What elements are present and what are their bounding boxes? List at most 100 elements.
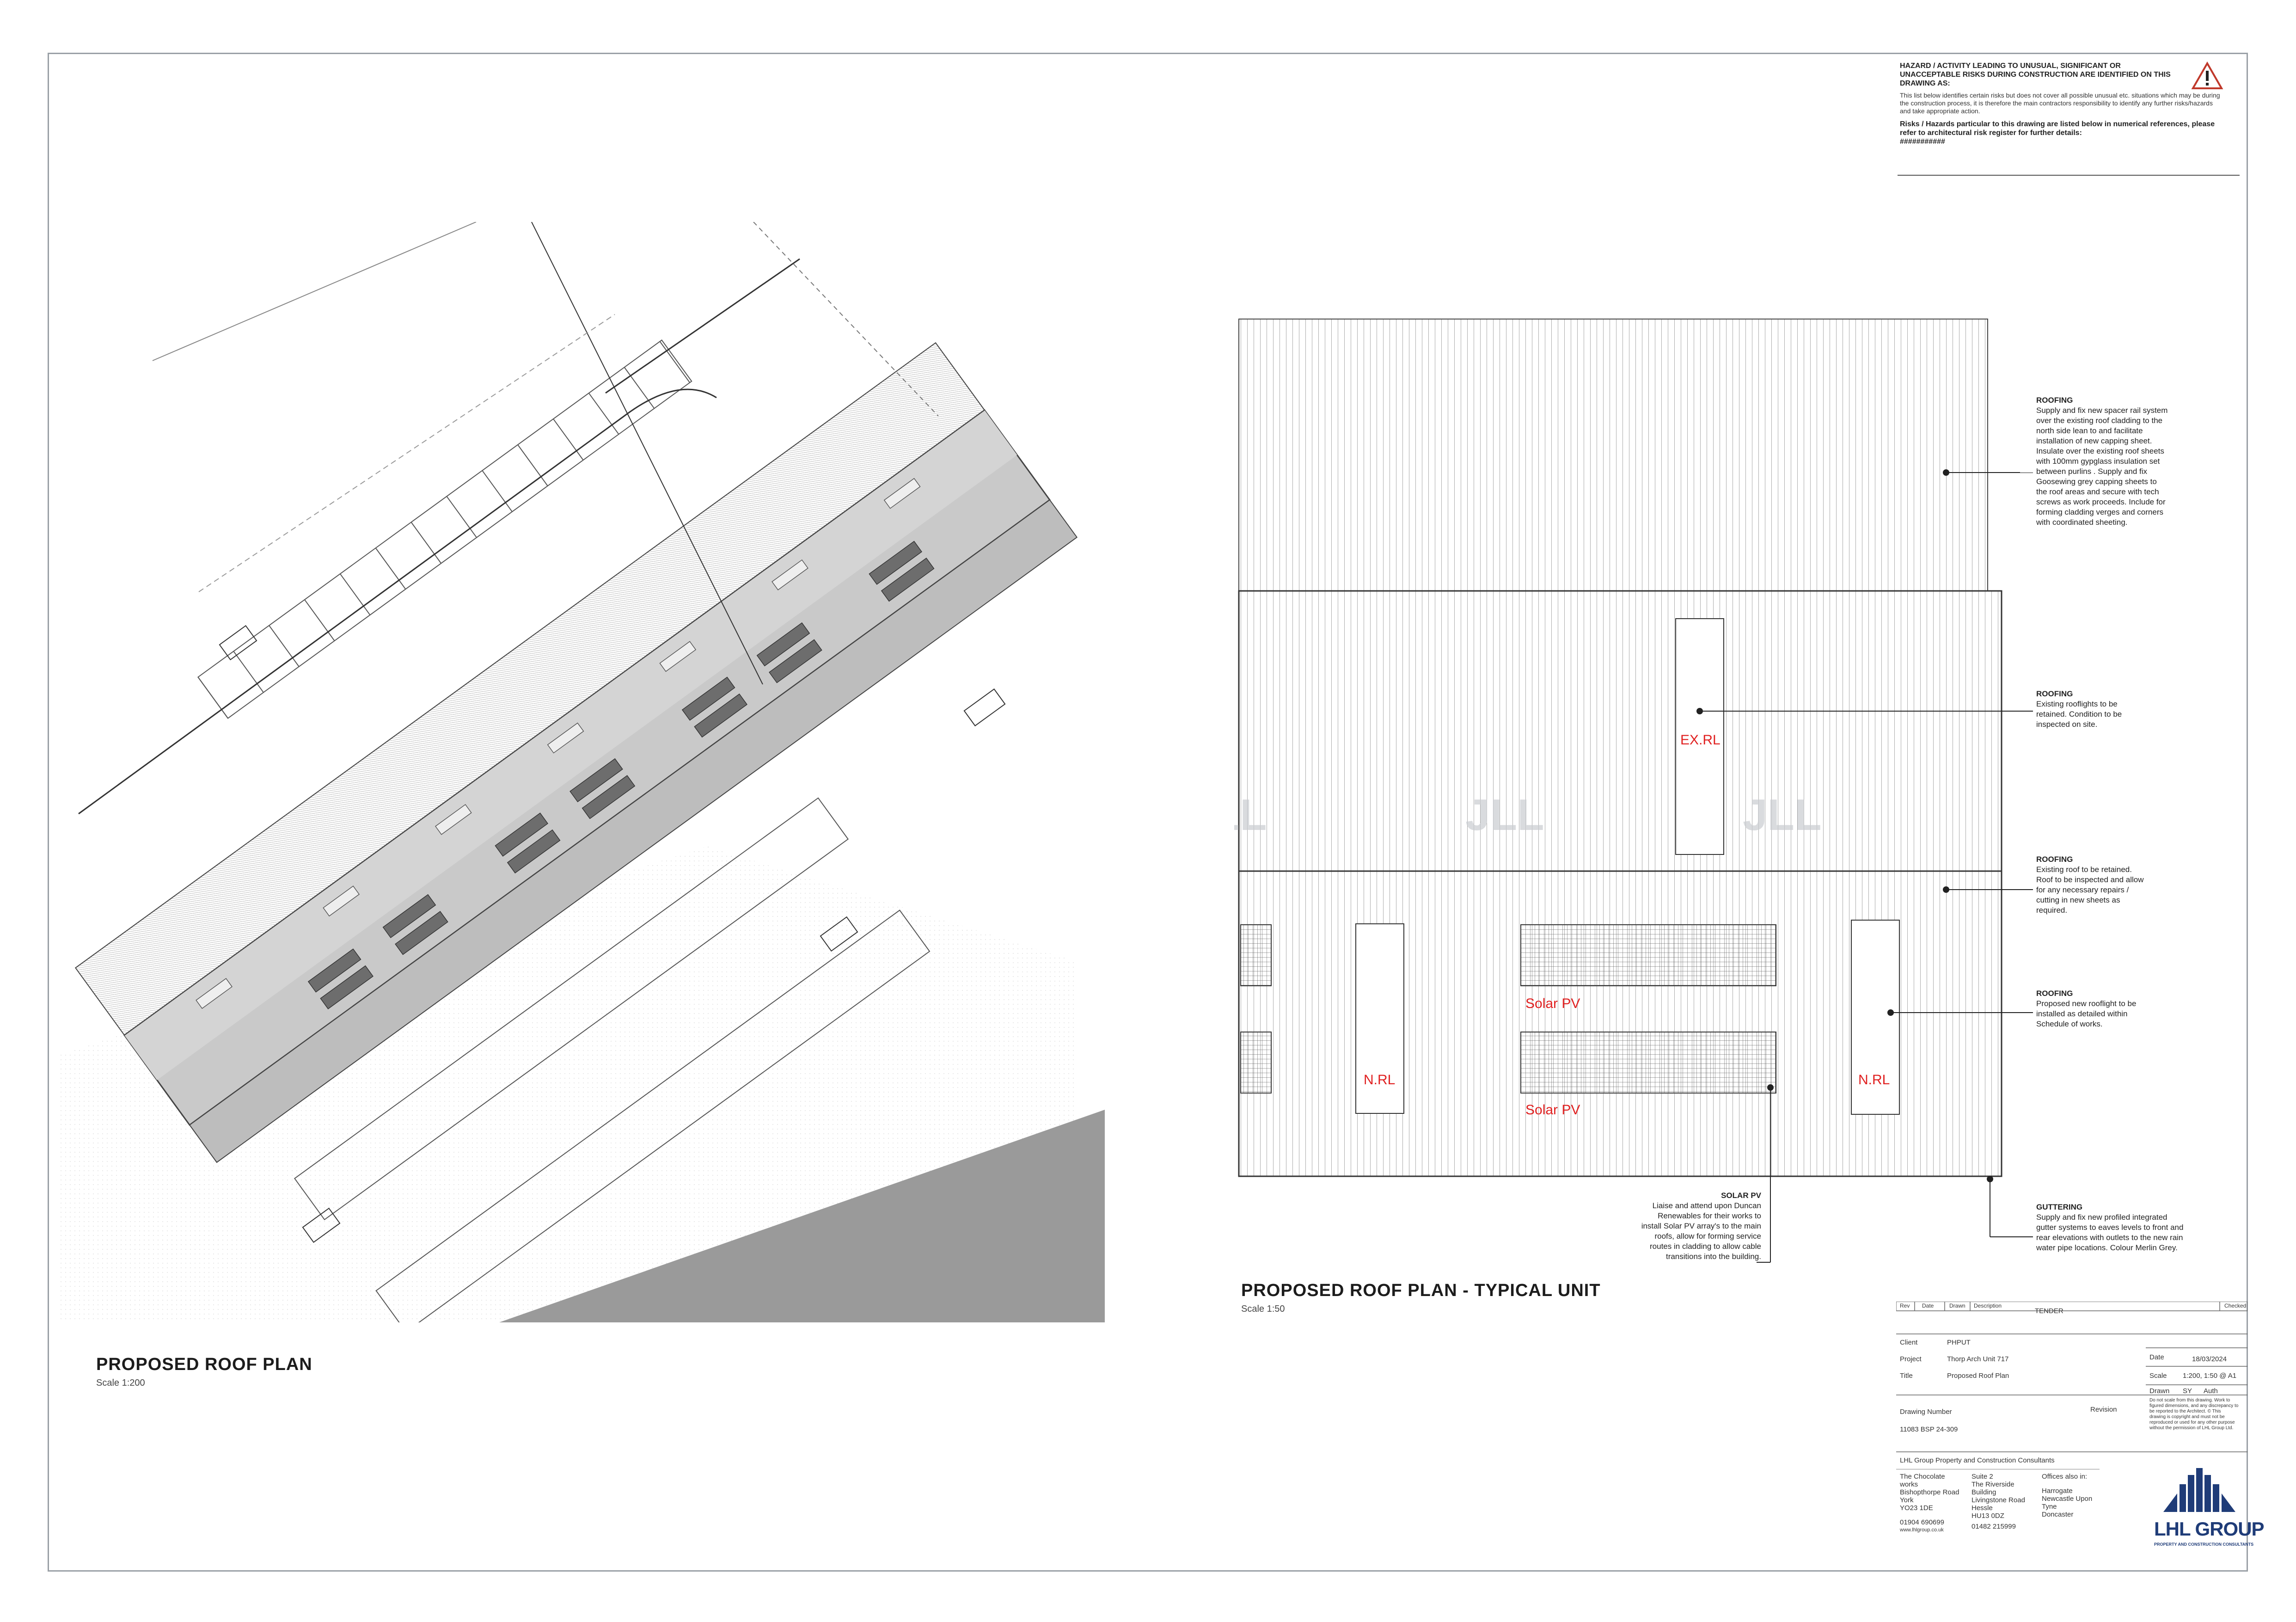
note-line: transitions into the building.: [1665, 1252, 1761, 1261]
existing-rooflight-label: EX.RL: [1680, 732, 1720, 748]
note-line: installation of new capping sheet.: [2036, 436, 2152, 445]
note-line: screws as work proceeds. Include for: [2036, 498, 2166, 506]
note-line: rear elevations with outlets to the new …: [2036, 1233, 2183, 1242]
date-label: Date: [2149, 1353, 2164, 1361]
scale-label: Scale: [2149, 1372, 2167, 1380]
annotation-note-5: GUTTERING Supply and fix new profiled int…: [2036, 1202, 2183, 1253]
logo-subtext: PROPERTY AND CONSTRUCTION CONSULTANTS: [2154, 1542, 2254, 1547]
drawn-label: Drawn: [2149, 1387, 2170, 1395]
note-title: ROOFING: [2036, 396, 2073, 405]
drawn-value: SY: [2183, 1387, 2192, 1395]
note-line: between purlins . Supply and fix: [2036, 467, 2148, 476]
note-title: GUTTERING: [2036, 1203, 2083, 1211]
date-header: Date: [1922, 1303, 1934, 1309]
note-line: forming cladding verges and corners: [2036, 508, 2163, 516]
svg-text:JLL: JLL: [1743, 790, 1822, 840]
company-name: LHL Group Property and Construction Cons…: [1900, 1456, 2055, 1464]
note-line: water pipe locations. Colour Merlin Grey…: [2036, 1243, 2178, 1252]
hazard-body: This list below identifies certain risks…: [1900, 92, 2220, 115]
site-roof-plan: [60, 222, 1105, 1322]
note-line: retained. Condition to be: [2036, 710, 2122, 719]
status-tender: TENDER: [2035, 1307, 2063, 1315]
checked-header: Checked: [2224, 1303, 2247, 1309]
note-line: Supply and fix new spacer rail system: [2036, 406, 2168, 415]
note-line: with 100mm gypglass insulation set: [2036, 457, 2160, 466]
client-label: Client: [1900, 1339, 1918, 1346]
solar-pv-label-top: Solar PV: [1525, 996, 1580, 1011]
note-line: Existing rooflights to be: [2036, 700, 2118, 708]
description-header: Description: [1974, 1303, 2002, 1309]
hazard-divider: [1898, 175, 2240, 176]
left-plan-title: PROPOSED ROOF PLAN: [96, 1355, 312, 1374]
note-line: Liaise and attend upon Duncan: [1652, 1201, 1761, 1210]
note-line: gutter systems to eaves levels to front …: [2036, 1223, 2184, 1232]
note-title: SOLAR PV: [1721, 1191, 1761, 1200]
right-plan-scale: Scale 1:50: [1241, 1304, 1285, 1314]
title-label: Title: [1900, 1372, 1913, 1380]
hazard-risks-ref: ###########: [1900, 138, 1945, 146]
note-line: Goosewing grey capping sheets to: [2036, 477, 2157, 486]
jll-watermark: JLL JLL JLL: [1234, 790, 1822, 840]
note-title: ROOFING: [2036, 689, 2073, 698]
note-line: over the existing roof cladding to the: [2036, 416, 2163, 425]
hazard-risks: Risks / Hazards particular to this drawi…: [1900, 120, 2215, 137]
adjacent-building: [499, 1110, 1105, 1322]
title-value: Proposed Roof Plan: [1947, 1372, 2009, 1380]
revision-label: Revision: [2090, 1406, 2117, 1413]
solar-pv-label-bottom: Solar PV: [1525, 1102, 1580, 1118]
note-line: required.: [2036, 906, 2068, 915]
note-title: ROOFING: [2036, 855, 2073, 864]
scale-value: 1:200, 1:50 @ A1: [2183, 1372, 2237, 1380]
title-block: Rev Date Drawn Description Checked TENDE…: [1896, 1302, 2265, 1571]
svg-text:JLL: JLL: [1234, 790, 1267, 840]
note-line: Insulate over the existing roof sheets: [2036, 447, 2164, 455]
warning-triangle-icon: [2191, 61, 2223, 89]
new-rooflight-label-right: N.RL: [1858, 1072, 1890, 1087]
project-value: Thorp Arch Unit 717: [1947, 1355, 2009, 1363]
annotation-note-2: ROOFING Existing rooflights to be retained…: [2036, 689, 2122, 730]
leader-extensions: [2020, 473, 2033, 1237]
note-line: Roof to be inspected and allow: [2036, 875, 2144, 884]
note-line: north side lean to and facilitate: [2036, 426, 2143, 435]
note-line: roofs, allow for forming service: [1654, 1232, 1761, 1241]
client-value: PHPUT: [1947, 1339, 1971, 1346]
hazard-heading: HAZARD / ACTIVITY LEADING TO UNUSUAL, SI…: [1900, 62, 2171, 87]
note-line: routes in cladding to allow cable: [1650, 1242, 1761, 1251]
drawn-header: Drawn: [1949, 1303, 1965, 1309]
note-line: Renewables for their works to: [1658, 1211, 1761, 1220]
rev-header: Rev: [1900, 1303, 1910, 1309]
typical-unit-roof-plan: JLL JLL JLL EX.RL N.RL N.RL Solar PV Sol…: [1234, 319, 2020, 1248]
note-line: with coordinated sheeting.: [2036, 518, 2128, 527]
note-line: Proposed new rooflight to be: [2036, 999, 2137, 1008]
right-plan-title: PROPOSED ROOF PLAN - TYPICAL UNIT: [1241, 1281, 1601, 1300]
note-title: ROOFING: [2036, 989, 2073, 998]
note-line: cutting in new sheets as: [2036, 896, 2120, 904]
new-rooflight-label-left: N.RL: [1364, 1072, 1395, 1087]
auth-label: Auth: [2204, 1387, 2218, 1395]
logo-text: LHL GROUP: [2154, 1518, 2265, 1540]
solar-leader-end: [1757, 1248, 1771, 1263]
note-line: installed as detailed within: [2036, 1009, 2128, 1018]
svg-text:JLL: JLL: [1465, 790, 1544, 840]
drawing-number: 11083 BSP 24-309: [1900, 1425, 1958, 1433]
note-line: install Solar PV array's to the main: [1641, 1222, 1761, 1230]
note-line: for any necessary repairs /: [2036, 885, 2129, 894]
drawing-sheet-border: [48, 53, 2248, 1572]
note-line: the roof areas and secure with tech: [2036, 487, 2159, 496]
hazard-panel: HAZARD / ACTIVITY LEADING TO UNUSUAL, SI…: [1900, 61, 2223, 146]
lhl-logo-icon: [2163, 1468, 2235, 1512]
project-label: Project: [1900, 1355, 1922, 1363]
note-line: Schedule of works.: [2036, 1020, 2103, 1028]
note-line: Existing roof to be retained.: [2036, 865, 2132, 874]
left-plan-scale: Scale 1:200: [96, 1378, 145, 1388]
note-line: Supply and fix new profiled integrated: [2036, 1213, 2167, 1222]
date-value: 18/03/2024: [2192, 1355, 2227, 1363]
